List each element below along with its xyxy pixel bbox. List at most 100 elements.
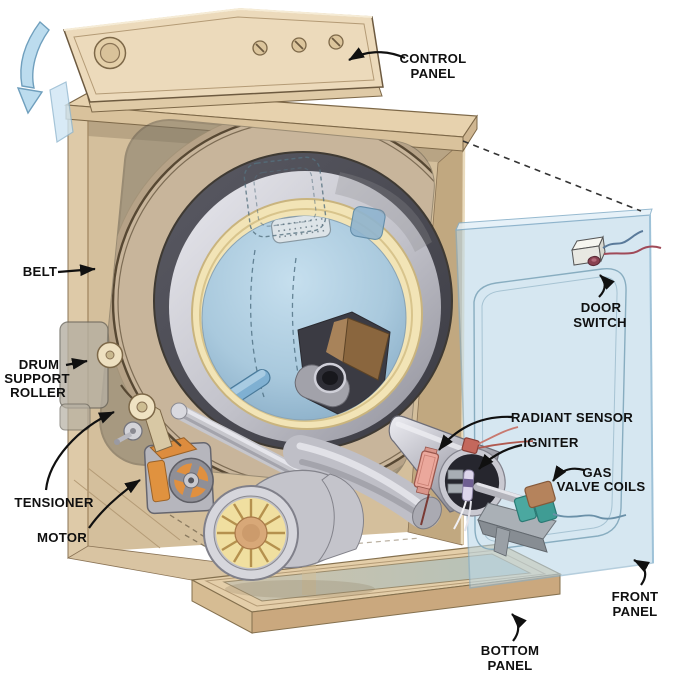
control-panel-top-highlight [63,7,373,31]
opening-duct-hole [322,371,338,385]
baffle2-body [350,205,386,240]
blower-scroll [316,473,364,564]
control-panel-label-1: CONTROL [400,51,467,66]
bottom-panel-label-1: BOTTOM [481,643,539,658]
lint-dots-2 [278,223,326,232]
drum-baffle-top-right [350,205,386,240]
exhaust-duct [283,435,442,530]
front-panel-top-edge [455,208,653,231]
drum-support-roller [96,341,124,369]
radiant-sensor-label: RADIANT SENSOR [511,410,633,425]
bottom-panel-label-2: PANEL [488,658,533,673]
radiant-sensor [413,446,440,496]
tensioner-leader [44,410,115,491]
drum-support-roller-label-2: SUPPORT [4,371,70,386]
tensioner-pulley-hub [136,401,148,413]
switch-right-face [598,235,606,263]
idler-shaft-tube [170,402,314,485]
callout-control-panel: CONTROL PANEL [348,47,467,81]
callout-motor: MOTOR [37,479,141,545]
exploded-view-projection-line [462,140,642,212]
opening-wedge [342,317,390,381]
drum-support-roller-label-1: DRUM [19,357,60,372]
tube-body [172,404,314,485]
air-shutter-1 [447,469,464,480]
motor-leader [88,479,141,529]
switch-wire-red [603,245,662,255]
top-panel-glass-piece [49,81,74,144]
drum-assembly [99,115,453,491]
lift-direction-arrow-icon [16,20,50,115]
opening-wood-face [326,318,348,362]
gas-valve-coils-label-1: GAS [582,465,611,480]
tensioner [114,393,173,453]
igniter-wire-2 [464,500,472,532]
valve-bracket-tab [493,526,511,557]
valve-bracket-front [477,519,548,553]
gas-valve-coils [513,480,627,523]
tube-end-cap [170,402,188,420]
callout-radiant-sensor: RADIANT SENSOR [438,410,633,451]
front-panel-right-edge [649,214,654,564]
drum-hidden-seam-1 [250,249,265,398]
gas-valve-coils-label-2: VALVE COILS [557,479,646,494]
igniter-label: IGNITER [523,435,578,450]
front-panel-label-1: FRONT [612,589,659,604]
door-switch-leader [598,274,615,298]
coil-brown [524,480,556,509]
thermostat-wire-2 [477,440,534,449]
igniter-leader [478,443,523,470]
door-opening-inner-line [481,276,618,542]
callout-belt: BELT [23,264,96,279]
lint-dots-3 [278,229,327,238]
drum-support-roller-label-3: ROLLER [10,385,66,400]
door-switch-label-2: SWITCH [573,315,627,330]
drum-hidden-seam-2 [291,257,303,393]
callout-tensioner: TENSIONER [14,410,115,510]
callout-igniter: IGNITER [478,435,579,470]
lint-duct-hidden-outline [243,156,327,238]
motor-winding-left [147,459,171,503]
arrow-body [20,20,50,89]
radiant-sensor-leader [438,415,514,451]
duct-shade [299,459,427,521]
door-switch [571,230,662,267]
floor-line-1 [87,467,181,541]
lint-screen [270,216,332,244]
blower [203,469,375,598]
motor [143,437,215,515]
air-shutter-2 [447,483,464,494]
high-limit-thermostat [461,437,480,455]
tray-left-face [191,579,253,634]
lint-dots-1 [277,217,326,226]
door-switch-label-1: DOOR [581,300,622,315]
tensioner-idler-hub [130,428,136,434]
control-panel-label-2: PANEL [411,66,456,81]
tensioner-pin-cap [114,439,120,445]
callout-bottom-panel: BOTTOM PANEL [481,613,539,673]
thermostat-box [461,437,480,455]
motor-shaft [188,477,195,484]
tube-highlight [180,406,306,474]
burner-assembly [388,415,627,557]
igniter-wire-1 [453,500,467,530]
door-opening-outline [473,268,627,551]
gas-valve-coils-leader [552,465,585,482]
switch-wire-blue [602,230,644,249]
control-panel-leader [348,47,406,61]
duct-body [283,435,441,529]
tensioner-pin [116,432,133,443]
floor-line-2 [73,479,161,549]
knob-1-slot [255,43,265,53]
floor-hidden-dash-1 [169,514,223,549]
sensor-inner [417,454,436,487]
panel-knobs [252,34,344,56]
callouts: CONTROL PANEL BELT DRUM SUPPORT ROLLER T… [4,47,659,673]
duct-highlight [296,442,424,508]
belt-leader [57,264,96,277]
control-panel [62,7,384,113]
callout-front-panel: FRONT PANEL [612,559,659,619]
callout-door-switch: DOOR SWITCH [573,274,627,330]
